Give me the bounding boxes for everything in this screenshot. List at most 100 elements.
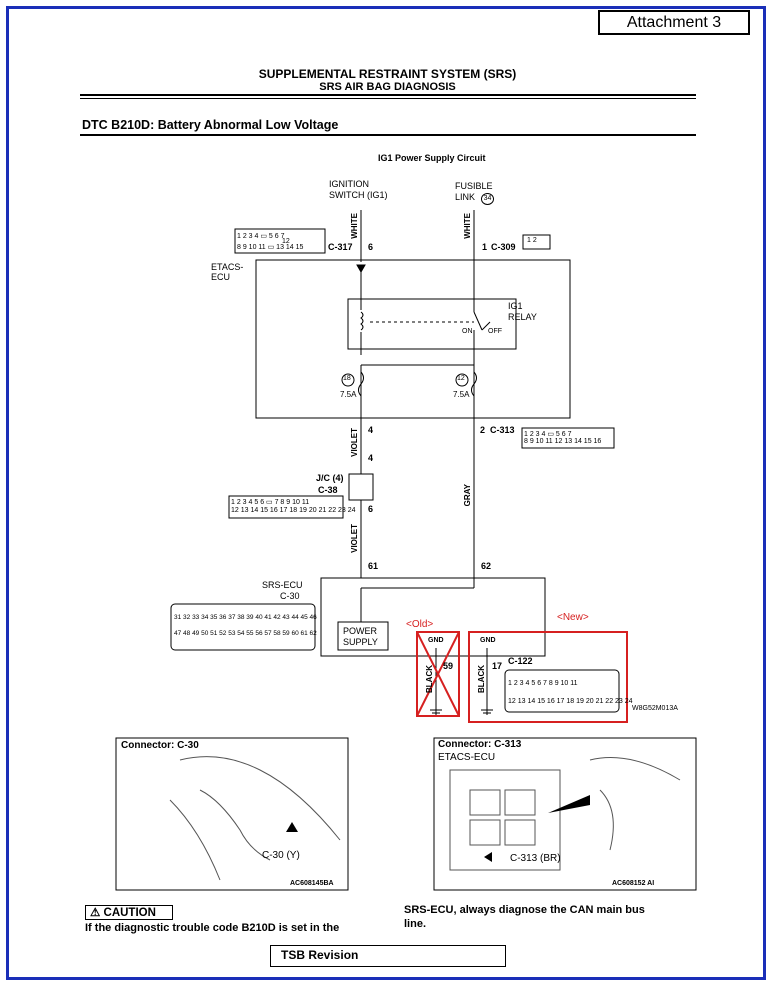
c122-grid-top: 1 2 3 4 5 6 7 8 9 10 11 — [508, 680, 578, 687]
pin-17-label: 17 — [492, 661, 503, 671]
diode-mark — [356, 264, 366, 274]
page-frame — [6, 6, 766, 980]
old-label: <Old> — [406, 619, 434, 630]
conn-c30-label: C-30 — [280, 591, 300, 601]
ignition-switch-label-2: SWITCH (IG1) — [329, 190, 388, 200]
attachment-label: Attachment 3 — [598, 10, 750, 35]
photo-right-harness — [599, 789, 614, 851]
dtc-title: DTC B210D: Battery Abnormal Low Voltage — [82, 118, 339, 132]
ig1-relay-box — [347, 298, 517, 350]
c313-grid-top: 1 2 3 4 ▭ 5 6 7 — [524, 431, 572, 438]
caution-label-box: ⚠ CAUTION — [85, 905, 173, 920]
header-rule — [80, 94, 696, 96]
power-supply-box — [337, 621, 389, 651]
photo-right-ecu — [449, 769, 561, 871]
etacs-ecu-label-1: ETACS- — [211, 262, 244, 272]
c30-grid-top: 31 32 33 34 35 36 37 38 39 40 41 42 43 4… — [174, 614, 317, 621]
photo-right-title: Connector: C-313 — [438, 739, 522, 750]
right-text-line-2: line. — [404, 918, 427, 930]
photo-right-dash-sketch — [589, 757, 681, 781]
c317-connector — [234, 228, 326, 254]
dtc-rule — [80, 134, 696, 136]
fuse-18-number: 18 — [343, 375, 351, 382]
jc4-label: J/C (4) — [316, 473, 344, 483]
photo-left-harness — [169, 799, 221, 881]
fuse-12-rating: 7.5A — [453, 390, 470, 399]
conn-c38-label: C-38 — [318, 485, 338, 495]
pin-2-label: 2 — [480, 425, 486, 435]
c122-grid-bot: 12 13 14 15 16 17 18 19 20 21 22 23 24 — [508, 698, 633, 705]
fusible-link-label-1: FUSIBLE — [455, 181, 493, 191]
photo-right-subtitle: ETACS-ECU — [438, 752, 496, 763]
photo-left-dash-sketch — [179, 756, 341, 841]
fusible-link-label-2: LINK — [455, 192, 476, 202]
c30-connector — [170, 603, 316, 651]
srs-ecu-label: SRS-ECU — [262, 580, 303, 590]
c38-grid-top: 1 2 3 4 5 6 ▭ 7 8 9 10 11 — [231, 499, 310, 506]
conn-c122-label: C-122 — [508, 656, 533, 666]
photo-right-code: AC608152 AI — [612, 880, 655, 887]
new-label: <New> — [557, 612, 589, 623]
c38-grid-bot: 12 13 14 15 16 17 18 19 20 21 22 23 24 — [231, 507, 356, 514]
relay-off-label: OFF — [488, 328, 502, 335]
c317-grid-bot: 8 9 10 11 ▭ 13 14 15 — [237, 244, 304, 251]
fuse-18-rating: 7.5A — [340, 390, 357, 399]
photo-right-arrow-icon — [484, 852, 492, 862]
power-supply-label-2: SUPPLY — [343, 637, 378, 647]
tsb-revision-box: TSB Revision — [270, 945, 506, 967]
c122-connector — [504, 669, 620, 713]
c317-grid-mid: 12 — [282, 238, 290, 245]
ig1-relay-label-1: IG1 — [508, 301, 523, 311]
photo-right-relay-b — [504, 789, 536, 816]
caution-label: CAUTION — [103, 907, 156, 919]
page-subtitle: SRS AIR BAG DIAGNOSIS — [319, 81, 456, 93]
photo-left-wire — [199, 789, 271, 861]
relay-switch — [473, 311, 483, 331]
wire-violet-label-1: VIOLET — [350, 428, 359, 457]
c313-grid-bot: 8 9 10 11 12 13 14 15 16 — [524, 438, 602, 445]
photo-left-callout: C-30 (Y) — [262, 850, 300, 861]
circuit-title: IG1 Power Supply Circuit — [378, 153, 486, 163]
photo-left-title: Connector: C-30 — [121, 740, 199, 751]
c313-connector — [521, 427, 615, 449]
ig1-relay-label-2: RELAY — [508, 312, 537, 322]
gnd-new-label: GND — [480, 637, 496, 644]
pin-4b-label: 4 — [368, 453, 374, 463]
etacs-ecu-label-2: ECU — [211, 272, 231, 282]
pin-61-label: 61 — [368, 561, 379, 571]
c309-grid: 1 2 — [527, 237, 537, 244]
wire-gray-label: GRAY — [463, 484, 472, 507]
photo-left-arrow-icon — [286, 822, 298, 832]
wire-white-label-2: WHITE — [463, 213, 472, 239]
relay-switch-contact — [481, 321, 491, 331]
new-highlight-box — [468, 631, 628, 723]
photo-right-relay-c — [469, 819, 501, 846]
c38-connector — [228, 495, 344, 519]
photo-right-pointer — [548, 795, 590, 813]
fuse-18-symbol — [358, 371, 364, 397]
figure-code: W8G52M013A — [632, 705, 678, 712]
ignition-switch-label-1: IGNITION — [329, 179, 369, 189]
page-title: SUPPLEMENTAL RESTRAINT SYSTEM (SRS) — [258, 67, 517, 81]
old-cross-line-2 — [416, 631, 460, 717]
c30-grid-bot: 47 48 49 50 51 52 53 54 55 56 57 58 59 6… — [174, 630, 317, 637]
relay-coil — [360, 311, 364, 331]
pin-59-label: 59 — [443, 661, 454, 671]
photo-right-callout: C-313 (BR) — [510, 853, 561, 864]
gnd-old-label: GND — [428, 637, 444, 644]
caution-text: If the diagnostic trouble code B210D is … — [85, 922, 340, 934]
fusible-link-number: 34 — [481, 193, 494, 205]
wire-black-old-label: BLACK — [425, 665, 434, 693]
fuse-12-circle — [455, 373, 469, 387]
relay-on-label: ON — [462, 328, 473, 335]
conn-c313-label: C-313 — [490, 425, 515, 435]
photo-right-relay-d — [504, 819, 536, 846]
wire-white-label-1: WHITE — [350, 213, 359, 239]
wire-violet-label-2: VIOLET — [350, 524, 359, 553]
pin-4a-label: 4 — [368, 425, 374, 435]
srs-ecu-box — [320, 577, 546, 657]
etacs-ecu-box — [255, 259, 571, 419]
wire-black-new-label: BLACK — [477, 665, 486, 693]
pin-6b-label: 6 — [368, 504, 374, 514]
